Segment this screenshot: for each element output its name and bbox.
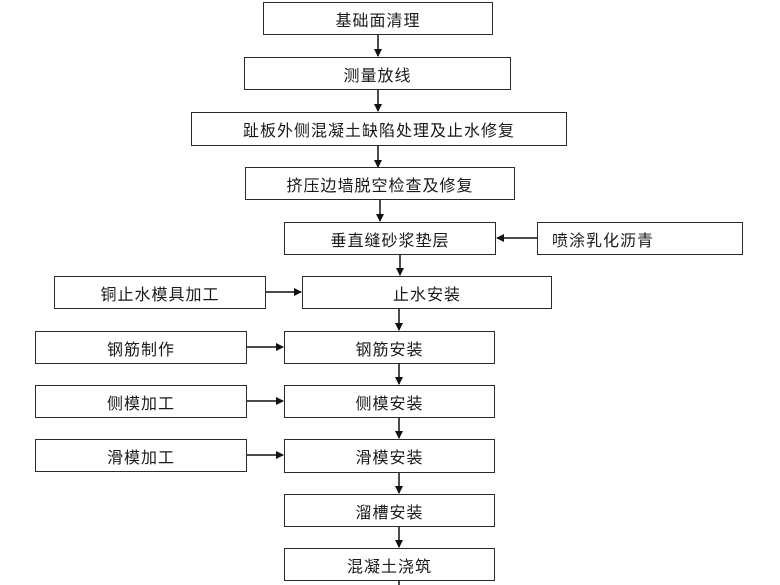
step-plinth-defect-repair: 趾板外侧混凝土缺陷处理及止水修复 [191, 112, 567, 146]
step-foundation-cleaning: 基础面清理 [263, 2, 493, 35]
step-mortar-cushion: 垂直缝砂浆垫层 [284, 222, 496, 255]
side-copper-mold-processing: 铜止水模具加工 [54, 276, 266, 309]
step-rebar-install: 钢筋安装 [284, 331, 495, 364]
step-chute-install: 溜槽安装 [284, 494, 495, 527]
step-concrete-pouring: 混凝土浇筑 [284, 548, 495, 581]
side-slipform-processing: 滑模加工 [35, 439, 247, 472]
step-survey-layout: 测量放线 [244, 57, 511, 90]
step-slipform-install: 滑模安装 [284, 439, 495, 473]
step-sideform-install: 侧模安装 [284, 385, 495, 418]
step-extruded-wall-check: 挤压边墙脱空检查及修复 [245, 167, 515, 200]
side-asphalt-spraying: 喷涂乳化沥青 [537, 222, 743, 255]
side-sideform-processing: 侧模加工 [35, 385, 247, 418]
step-waterstop-install: 止水安装 [302, 276, 552, 309]
side-rebar-fabrication: 钢筋制作 [35, 331, 247, 364]
